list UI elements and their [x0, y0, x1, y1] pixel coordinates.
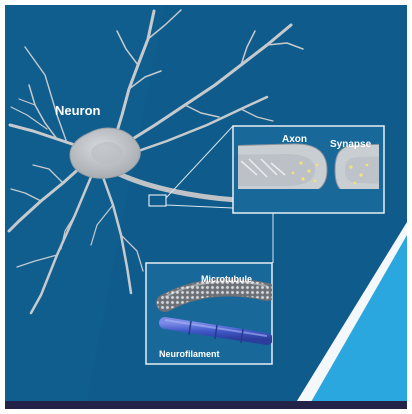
microtubule-label: Microtubule — [201, 274, 252, 284]
neurofilament-label: Neurofilament — [159, 349, 220, 359]
axon-label: Axon — [282, 134, 307, 145]
neuron-illustration: Neuron Axon Synapse Microtubule Neurofil… — [5, 5, 407, 409]
neuron-label: Neuron — [55, 103, 101, 118]
synapse-label: Synapse — [330, 139, 371, 150]
cell-nucleus — [91, 142, 123, 164]
bottom-band — [5, 401, 407, 409]
